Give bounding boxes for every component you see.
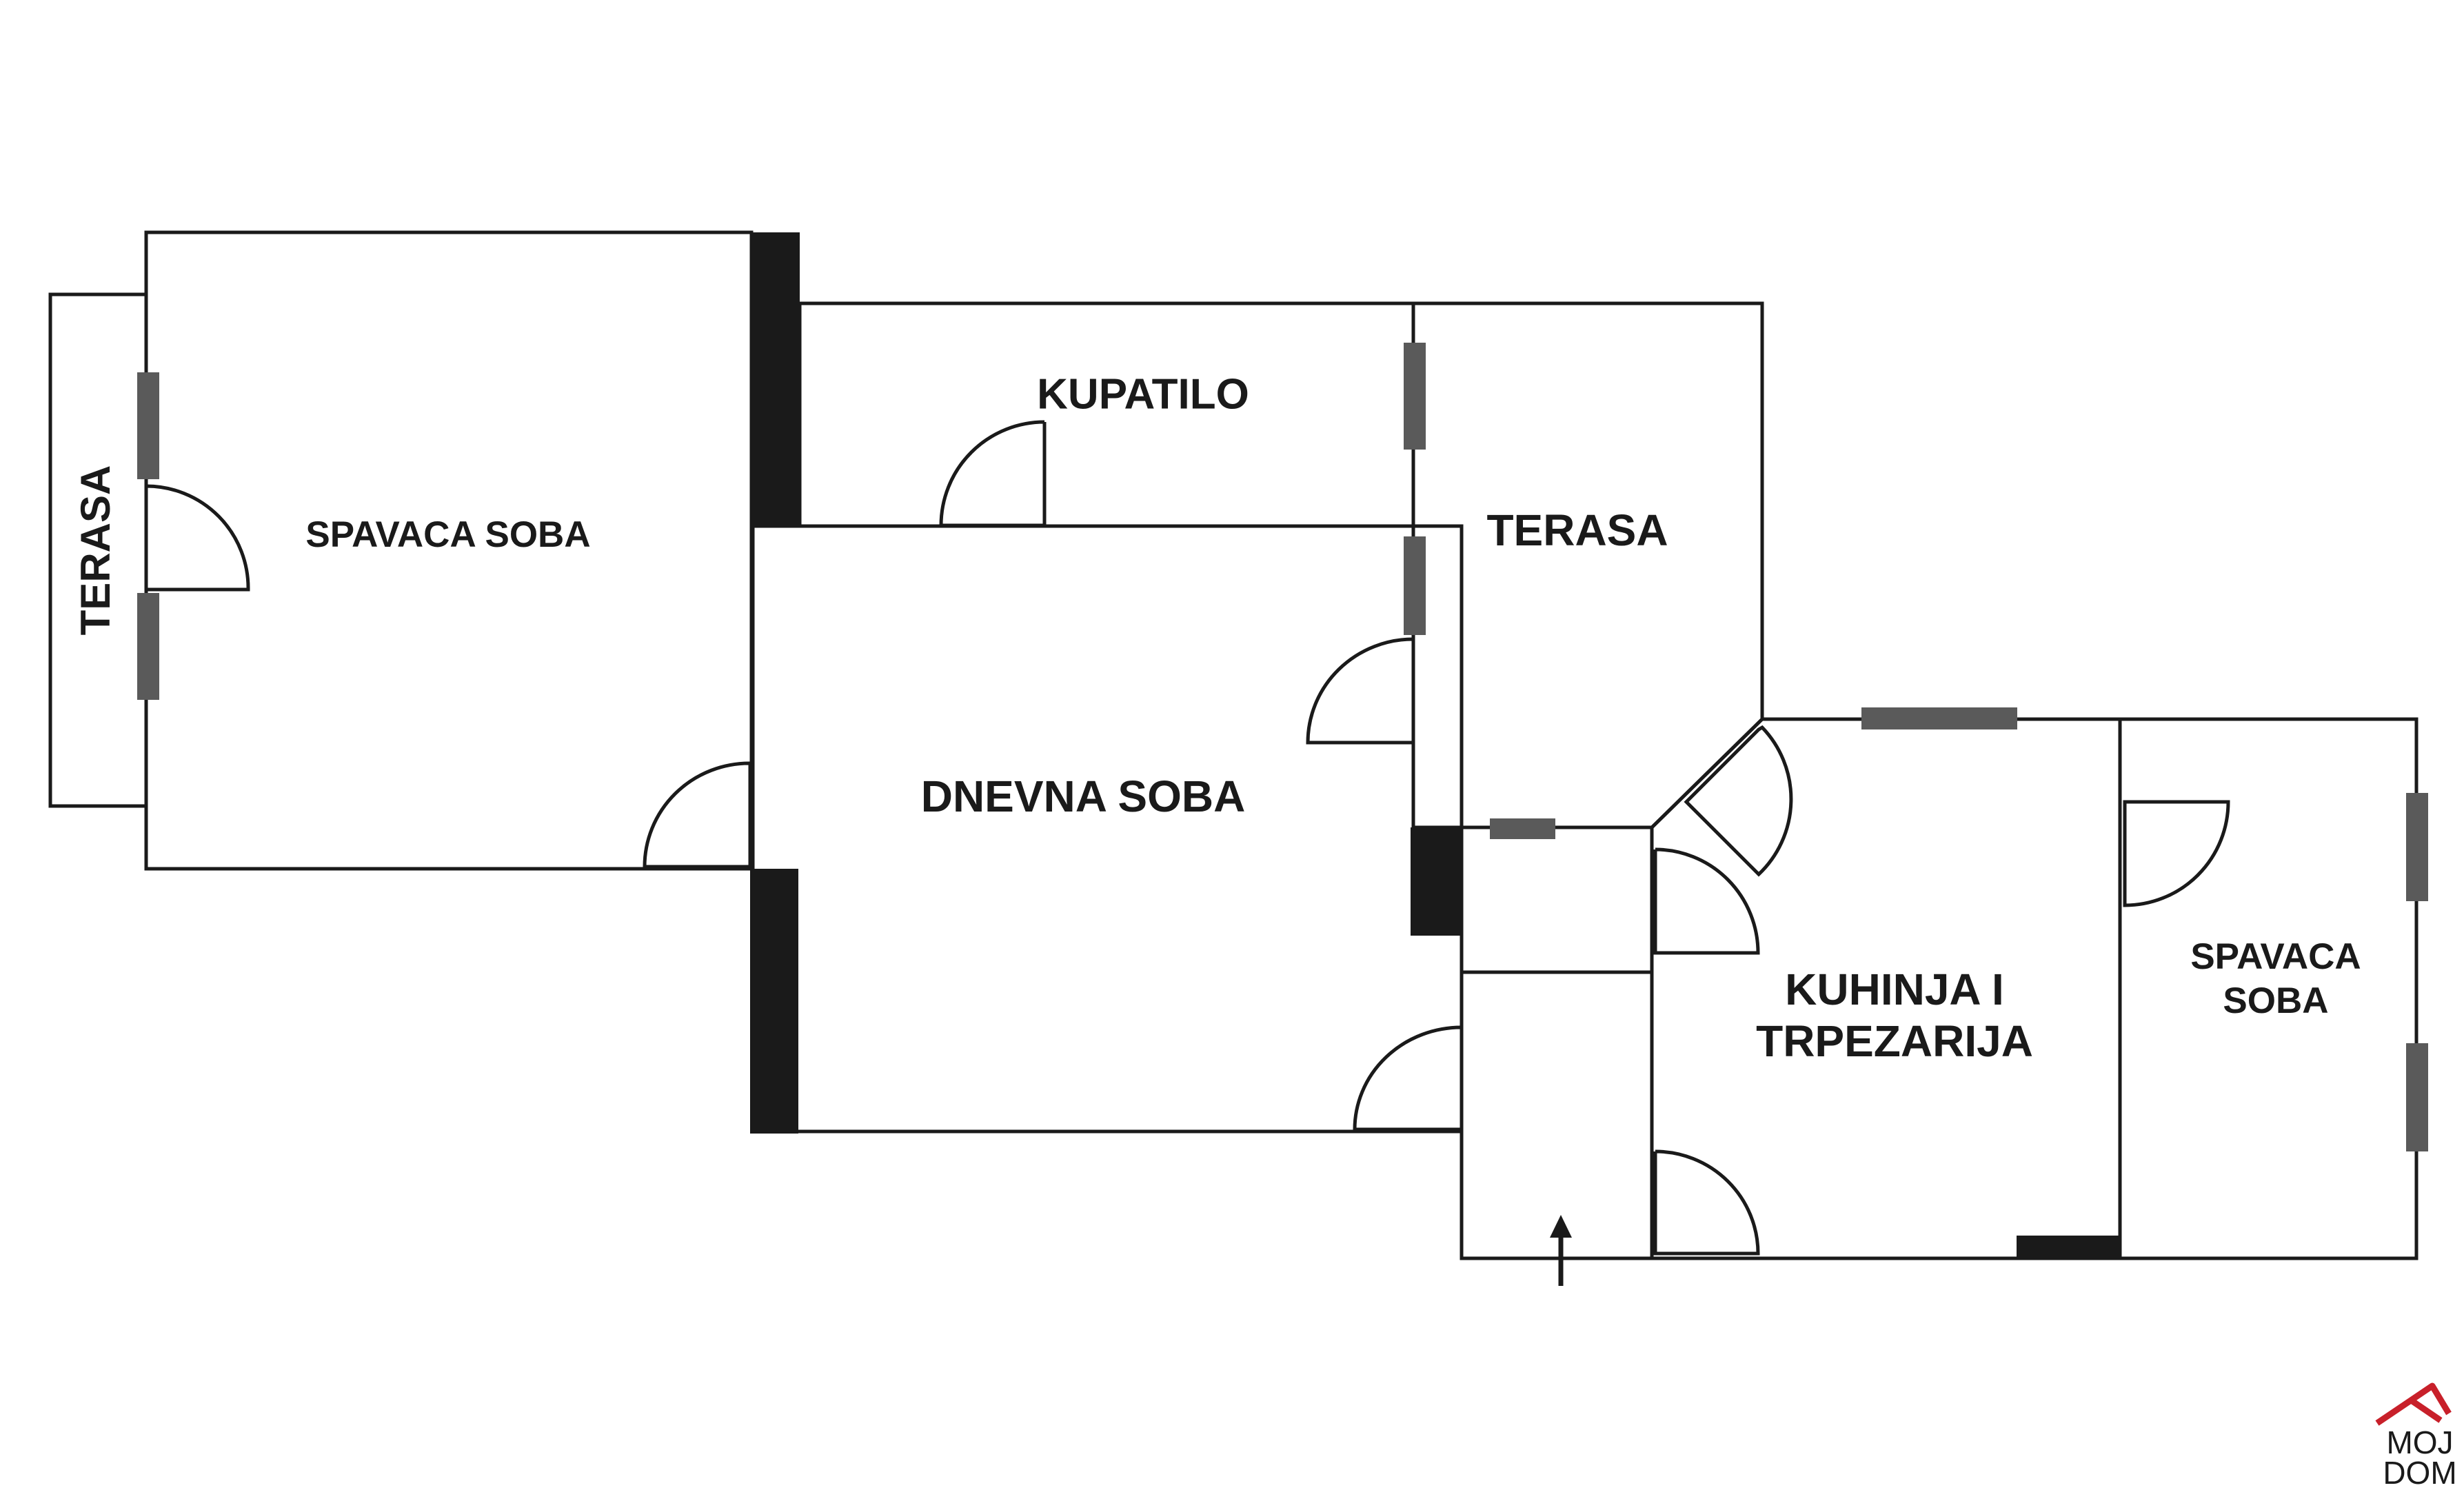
door-swing	[1306, 637, 1415, 745]
logo-text-line1: MOJ	[2386, 1424, 2453, 1460]
spavaca-soba-right-outline	[2118, 717, 2418, 1260]
label-spavaca-soba-right-line2: SOBA	[2223, 980, 2328, 1021]
label-dnevna-soba: DNEVNA SOBA	[921, 772, 1246, 821]
door-swing	[1653, 1149, 1760, 1256]
door-swing	[2123, 800, 2230, 907]
door-swing	[1684, 725, 1793, 877]
solid-walls	[750, 232, 2121, 1260]
window	[2406, 1043, 2428, 1151]
logo-roof-icon	[2375, 1382, 2452, 1426]
hallway-lower-outline	[1460, 970, 1654, 1260]
door-swing	[643, 761, 752, 869]
label-kuhinja-line1: KUHINJA I	[1785, 965, 2004, 1014]
label-spavaca-soba-right-line1: SPAVACA	[2190, 936, 2361, 977]
terasa-middle-outline	[1411, 301, 1764, 829]
label-terasa-left: TERASA	[72, 465, 119, 636]
solid-wall-hallway	[1411, 827, 1462, 936]
window	[137, 372, 159, 479]
door-swing	[939, 420, 1047, 527]
moj-dom-logo: MOJ DOM	[2375, 1382, 2457, 1490]
solid-wall-bottom	[750, 869, 798, 1134]
dnevna-soba-outline	[751, 524, 1464, 1134]
door-swing	[1353, 1025, 1464, 1131]
kuhinja-outline	[1650, 717, 2122, 1260]
label-spavaca-soba-left: SPAVACA SOBA	[305, 514, 590, 555]
label-terasa-middle: TERASA	[1486, 505, 1668, 555]
window	[1861, 707, 2017, 729]
logo-text-line2: DOM	[2383, 1455, 2456, 1490]
window	[1404, 536, 1426, 635]
room-labels: TERASA SPAVACA SOBA KUPATILO TERASA DNEV…	[72, 370, 2361, 1066]
doors	[144, 420, 2230, 1256]
window	[137, 593, 159, 700]
window	[1404, 343, 1426, 450]
solid-wall-kitchen-bottom	[2017, 1236, 2121, 1260]
label-kuhinja-line2: TRPEZARIJA	[1756, 1016, 2033, 1066]
entrance-arrow-icon	[1550, 1215, 1572, 1286]
door-swing	[1653, 847, 1760, 955]
window	[2406, 793, 2428, 901]
windows	[137, 343, 2428, 1151]
label-kupatilo: KUPATILO	[1037, 370, 1249, 418]
door-swing	[144, 484, 250, 592]
window	[1490, 818, 1555, 839]
hallway-upper-outline	[1460, 825, 1654, 974]
solid-wall-top	[750, 232, 800, 527]
